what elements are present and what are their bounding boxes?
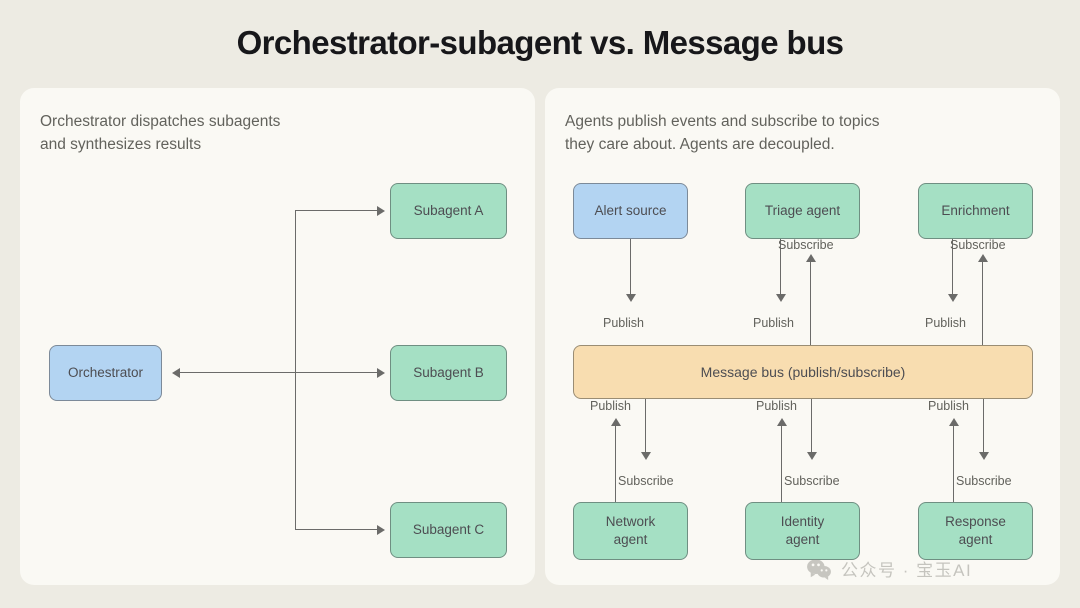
label-publish-identity: Publish <box>756 399 797 413</box>
node-identity-agent[interactable]: Identity agent <box>745 502 860 560</box>
label-publish-alert-source: Publish <box>603 316 644 330</box>
arrowhead-subscribe-enrichment <box>978 254 988 262</box>
label-publish-triage: Publish <box>753 316 794 330</box>
node-subagent-c[interactable]: Subagent C <box>390 502 507 558</box>
label-publish-response: Publish <box>928 399 969 413</box>
page-title: Orchestrator-subagent vs. Message bus <box>236 24 844 61</box>
arrowhead-publish-enrichment <box>948 294 958 302</box>
arrowhead-subscribe-response <box>979 452 989 460</box>
label-publish-enrichment: Publish <box>925 316 966 330</box>
connector-trunk-vertical <box>295 211 297 530</box>
node-subagent-b[interactable]: Subagent B <box>390 345 507 401</box>
connector-publish-alert-source <box>630 239 632 296</box>
connector-branch-b <box>295 372 378 374</box>
label-subscribe-enrichment: Subscribe <box>950 238 1006 252</box>
label-subscribe-triage: Subscribe <box>778 238 834 252</box>
arrowhead-publish-network <box>611 418 621 426</box>
panel-orchestrator-subagent: Orchestrator dispatches subagents and sy… <box>20 88 535 585</box>
wechat-icon <box>806 558 832 580</box>
connector-subscribe-network <box>645 399 647 454</box>
node-response-agent[interactable]: Response agent <box>918 502 1033 560</box>
right-panel-caption: Agents publish events and subscribe to t… <box>565 113 880 153</box>
arrowhead-subscribe-identity <box>807 452 817 460</box>
connector-publish-network <box>615 424 617 502</box>
arrowhead-subagent-b <box>377 368 385 378</box>
connector-subscribe-triage <box>810 260 812 345</box>
node-orchestrator[interactable]: Orchestrator <box>49 345 162 401</box>
watermark: 公众号 · 宝玉AI <box>806 556 972 581</box>
arrowhead-subscribe-network <box>641 452 651 460</box>
node-network-agent[interactable]: Network agent <box>573 502 688 560</box>
arrowhead-publish-response <box>949 418 959 426</box>
arrowhead-subagent-a <box>377 206 385 216</box>
connector-return-orchestrator <box>177 372 296 374</box>
arrowhead-subagent-c <box>377 525 385 535</box>
node-message-bus[interactable]: Message bus (publish/subscribe) <box>573 345 1033 399</box>
node-enrichment[interactable]: Enrichment <box>918 183 1033 239</box>
connector-publish-triage <box>780 239 782 296</box>
connector-subscribe-identity <box>811 399 813 454</box>
label-subscribe-network: Subscribe <box>618 474 674 488</box>
label-publish-network: Publish <box>590 399 631 413</box>
label-subscribe-identity: Subscribe <box>784 474 840 488</box>
connector-branch-c <box>295 529 378 531</box>
panel-message-bus: Agents publish events and subscribe to t… <box>545 88 1060 585</box>
watermark-text: 公众号 · 宝玉AI <box>841 561 973 580</box>
node-subagent-a[interactable]: Subagent A <box>390 183 507 239</box>
arrowhead-publish-triage <box>776 294 786 302</box>
connector-publish-response <box>953 424 955 502</box>
node-alert-source[interactable]: Alert source <box>573 183 688 239</box>
connector-publish-enrichment <box>952 239 954 296</box>
connector-branch-a <box>295 210 378 212</box>
node-triage-agent[interactable]: Triage agent <box>745 183 860 239</box>
label-subscribe-response: Subscribe <box>956 474 1012 488</box>
connector-subscribe-response <box>983 399 985 454</box>
left-panel-caption: Orchestrator dispatches subagents and sy… <box>40 113 281 153</box>
arrowhead-subscribe-triage <box>806 254 816 262</box>
arrowhead-publish-alert-source <box>626 294 636 302</box>
connector-subscribe-enrichment <box>982 260 984 345</box>
arrowhead-publish-identity <box>777 418 787 426</box>
arrowhead-orchestrator <box>172 368 180 378</box>
connector-publish-identity <box>781 424 783 502</box>
